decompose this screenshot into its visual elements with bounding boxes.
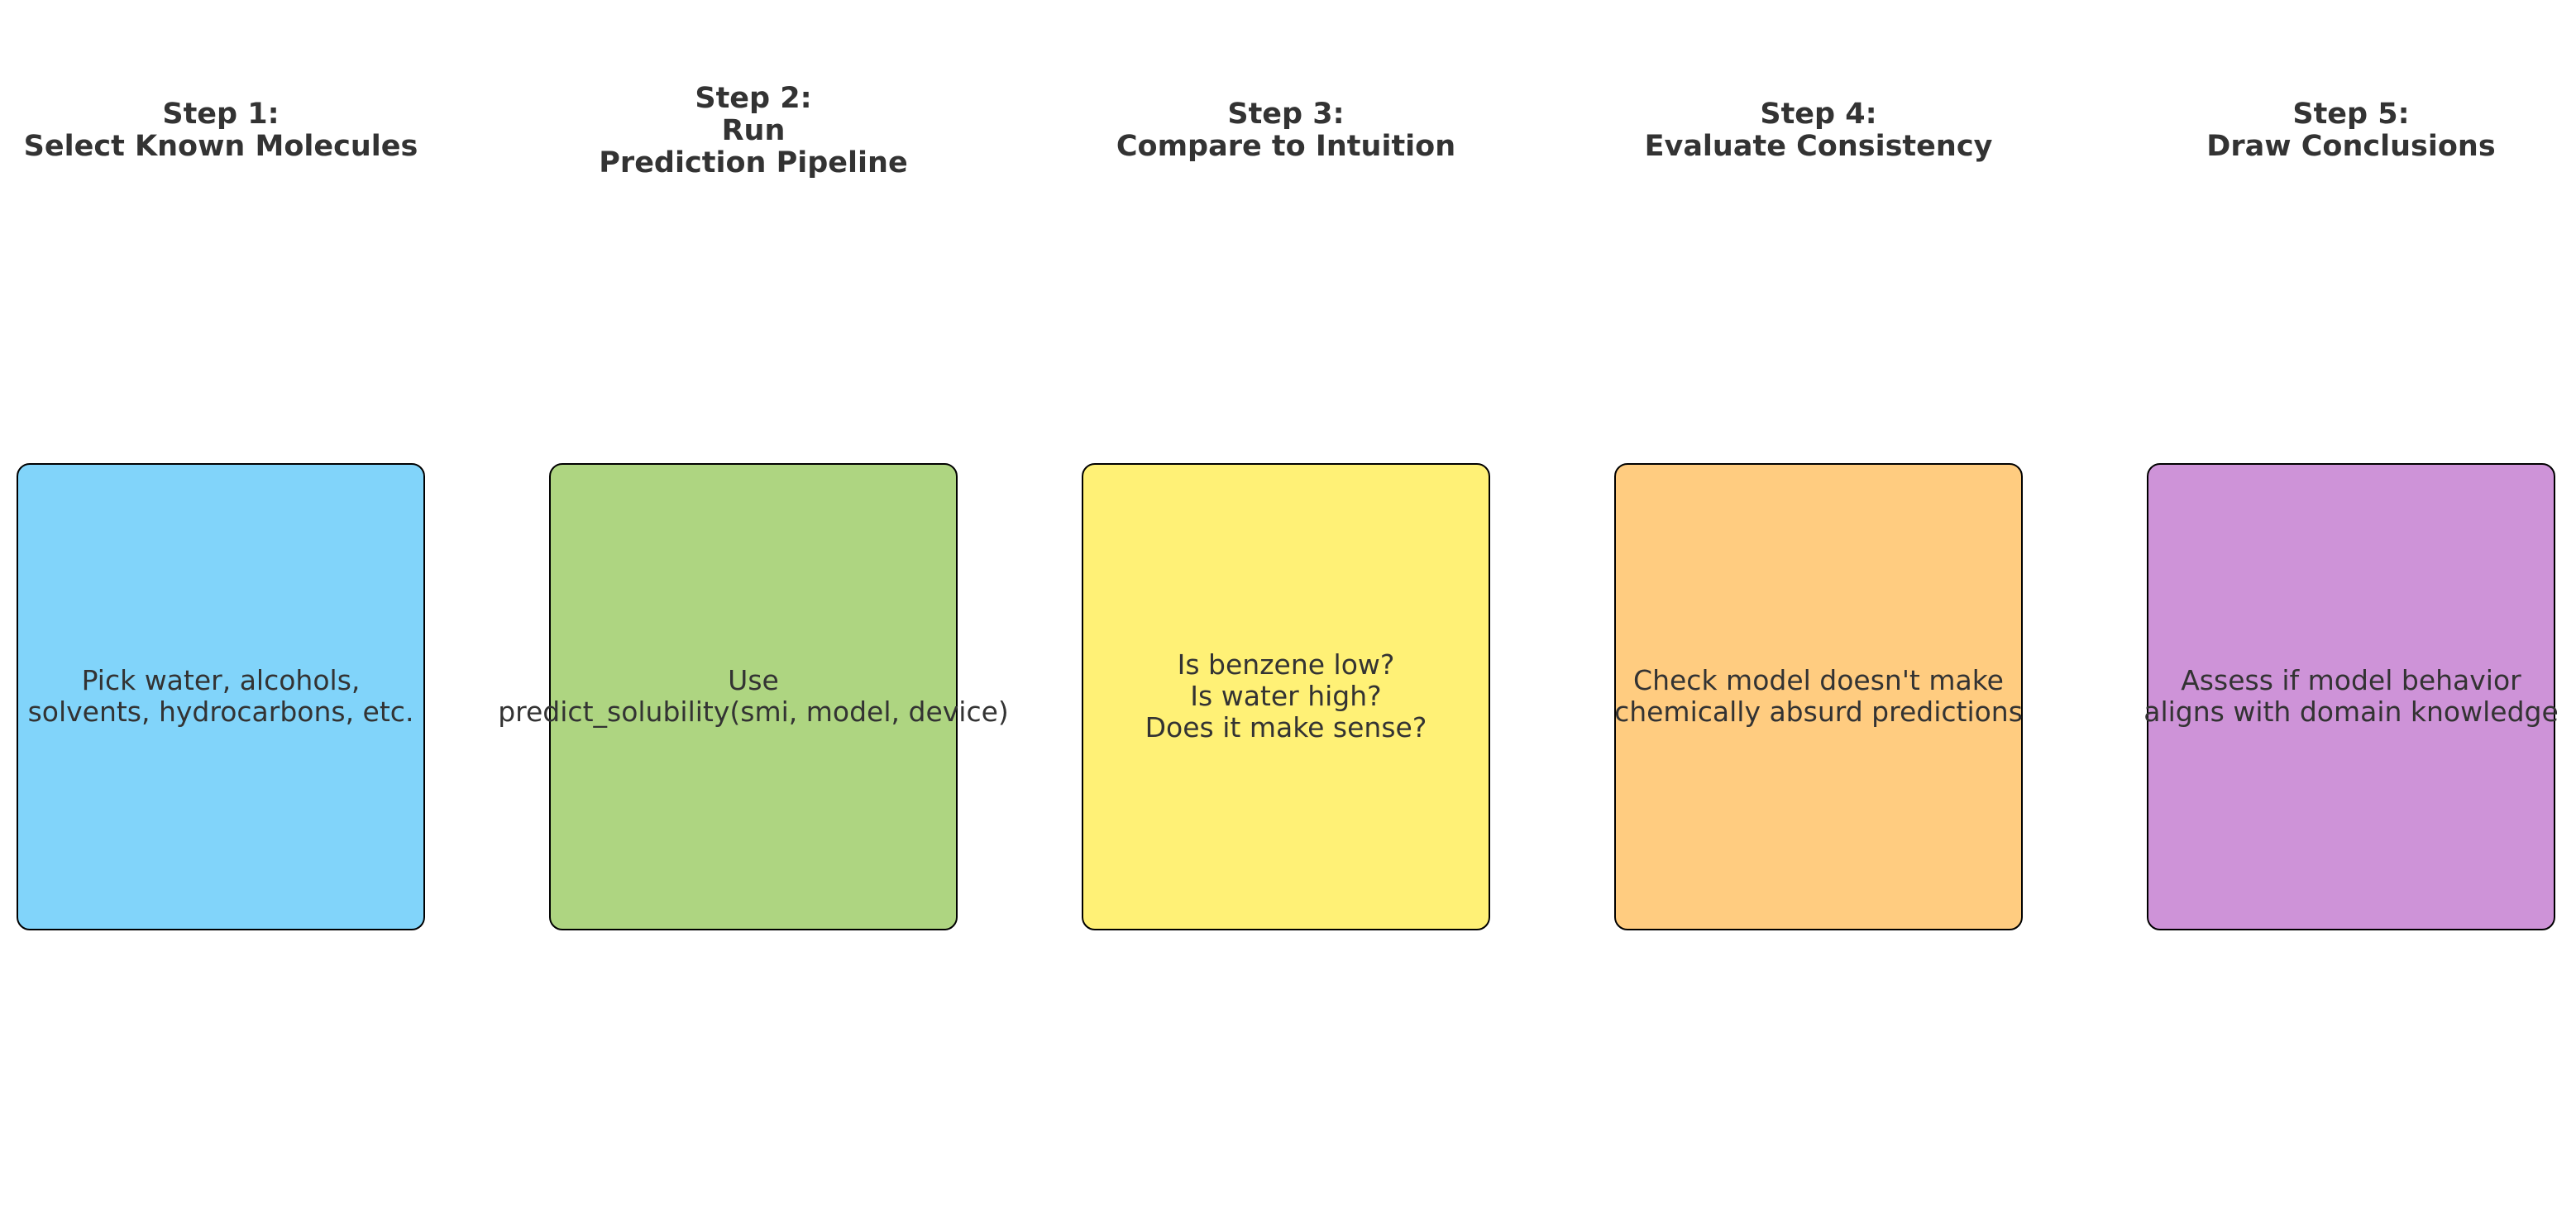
step-5: Step 5: Draw Conclusions Assess if model… xyxy=(2143,0,2559,1224)
step-3: Step 3: Compare to Intuition Is benzene … xyxy=(1082,0,1490,1224)
step-4: Step 4: Evaluate Consistency Check model… xyxy=(1614,0,2023,1224)
step-4-title: Step 4: Evaluate Consistency xyxy=(1548,98,2089,163)
step-2: Step 2: Run Prediction Pipeline Use pred… xyxy=(498,0,1009,1224)
step-4-desc-line-1: Check model doesn't make xyxy=(1633,664,2004,696)
step-1-title-line-2: Select Known Molecules xyxy=(23,130,418,163)
step-1-box xyxy=(17,463,425,930)
step-1-description: Pick water, alcohols, solvents, hydrocar… xyxy=(0,665,491,728)
step-4-box xyxy=(1614,463,2023,930)
step-2-title-line-2: Run xyxy=(721,114,786,147)
step-1-title: Step 1: Select Known Molecules xyxy=(0,98,491,163)
step-3-box xyxy=(1082,463,1490,930)
step-5-title-line-1: Step 5: xyxy=(2292,98,2410,131)
step-3-desc-line-3: Does it make sense? xyxy=(1145,711,1427,743)
step-1-desc-line-2: solvents, hydrocarbons, etc. xyxy=(27,696,414,728)
step-2-title-line-1: Step 2: xyxy=(695,82,812,115)
step-5-description: Assess if model behavior aligns with dom… xyxy=(2081,665,2576,728)
step-4-description: Check model doesn't make chemically absu… xyxy=(1548,665,2089,728)
step-2-desc-line-1: Use xyxy=(728,664,779,696)
step-5-title: Step 5: Draw Conclusions xyxy=(2081,98,2576,163)
step-2-desc-line-2: predict_solubility(smi, model, device) xyxy=(498,696,1009,728)
step-1: Step 1: Select Known Molecules Pick wate… xyxy=(17,0,425,1224)
step-3-title-line-2: Compare to Intuition xyxy=(1116,130,1456,163)
step-5-desc-line-2: aligns with domain knowledge xyxy=(2143,696,2559,728)
step-5-desc-line-1: Assess if model behavior xyxy=(2181,664,2521,696)
step-2-box xyxy=(549,463,958,930)
step-2-description: Use predict_solubility(smi, model, devic… xyxy=(483,665,1024,728)
step-2-title-line-3: Prediction Pipeline xyxy=(599,146,908,179)
step-3-title-line-1: Step 3: xyxy=(1227,98,1345,131)
step-1-title-line-1: Step 1: xyxy=(162,98,280,131)
step-2-title: Step 2: Run Prediction Pipeline xyxy=(483,83,1024,179)
step-5-box xyxy=(2147,463,2555,930)
step-4-title-line-1: Step 4: xyxy=(1760,98,1877,131)
step-3-desc-line-1: Is benzene low? xyxy=(1177,648,1395,681)
step-3-desc-line-2: Is water high? xyxy=(1190,680,1382,712)
step-4-title-line-2: Evaluate Consistency xyxy=(1644,130,1993,163)
step-5-title-line-2: Draw Conclusions xyxy=(2206,130,2496,163)
step-1-desc-line-1: Pick water, alcohols, xyxy=(81,664,361,696)
step-3-description: Is benzene low? Is water high? Does it m… xyxy=(1016,649,1556,743)
step-4-desc-line-2: chemically absurd predictions xyxy=(1614,696,2023,728)
step-3-title: Step 3: Compare to Intuition xyxy=(1016,98,1556,163)
